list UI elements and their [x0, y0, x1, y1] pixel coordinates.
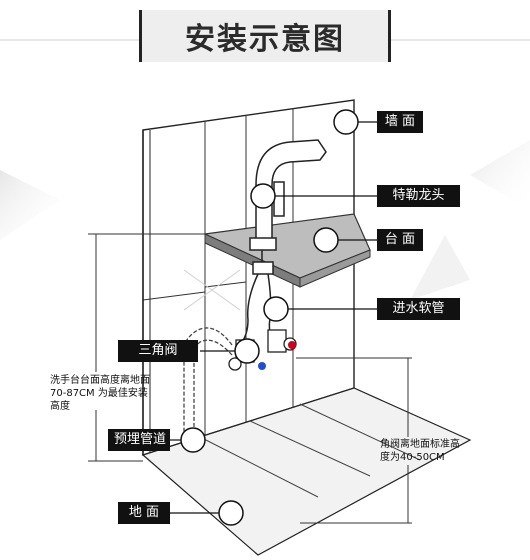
angle-valve-label: 三角阀	[118, 340, 198, 362]
valve-height-note: 角阀离地面标准高度为40-50CM	[380, 439, 460, 463]
leader-lines	[170, 121, 377, 514]
embedded-pipe-label: 预埋管道	[108, 429, 170, 451]
circle-inlet	[263, 296, 289, 322]
shade-mid	[410, 235, 470, 300]
callout-circles	[180, 109, 359, 526]
counter-label: 台 面	[377, 229, 423, 251]
circle-pipe	[180, 427, 206, 453]
shade-right	[470, 140, 530, 210]
circle-counter	[313, 227, 339, 253]
faucet-label: 特勒龙头	[377, 185, 460, 207]
circle-floor	[218, 500, 244, 526]
inlet-hose-label: 进水软管	[377, 298, 460, 320]
floor-label: 地 面	[118, 502, 170, 524]
structure-lines	[183, 269, 241, 311]
hot-indicator	[288, 341, 296, 349]
counter-height-note: 洗手台台面高度离地面70-87CM 为最佳安装高度	[50, 375, 150, 412]
faucet-drawing	[249, 139, 327, 275]
circle-faucet	[250, 183, 276, 209]
circle-wall	[333, 109, 359, 135]
shade-left	[0, 170, 60, 240]
cold-indicator	[258, 362, 266, 370]
circle-valve	[234, 338, 260, 364]
counter-height-dimension	[88, 233, 205, 462]
valve-height-dimension	[296, 357, 412, 524]
page-title: 安装示意图	[185, 22, 345, 57]
wall-label: 墙 面	[377, 111, 423, 133]
title-banner: 安装示意图	[139, 10, 391, 62]
